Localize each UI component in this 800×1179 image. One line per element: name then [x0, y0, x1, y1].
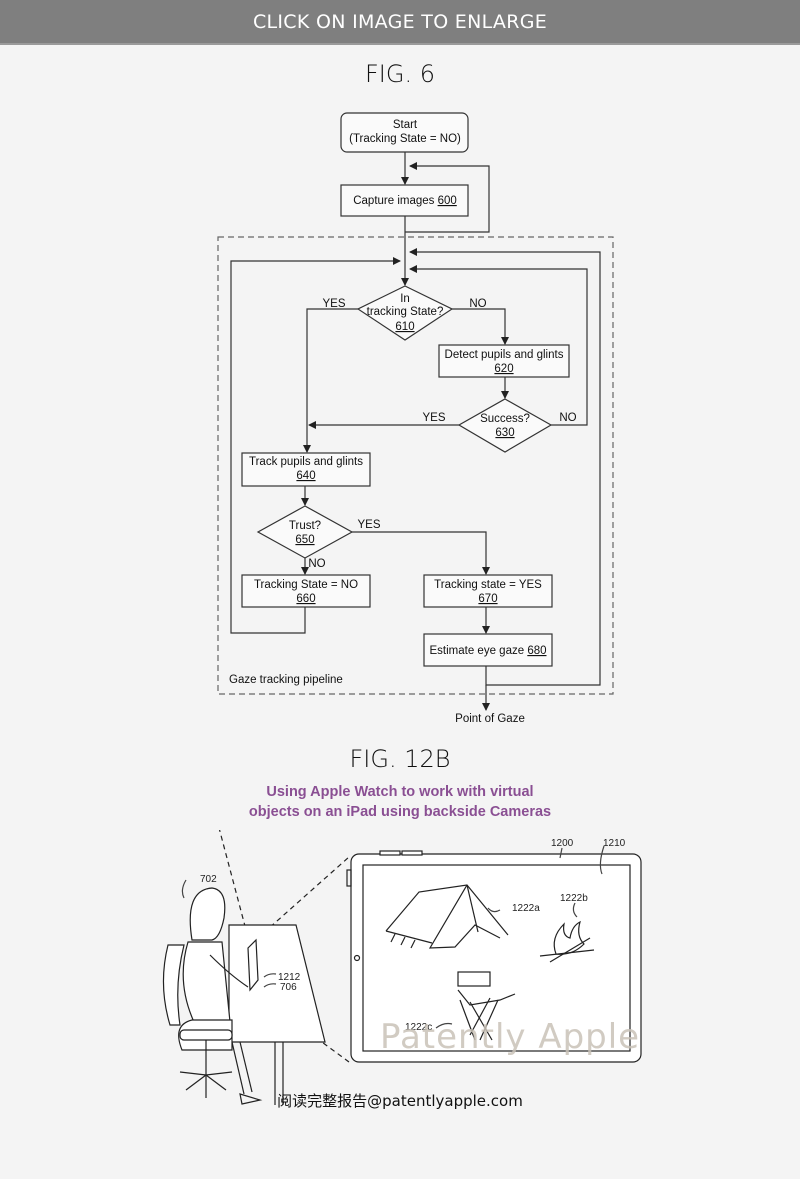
- d610-no: NO: [469, 298, 486, 310]
- detect-ref: 620: [494, 363, 513, 375]
- d650-yes: YES: [357, 519, 380, 531]
- label-1200: 1200: [551, 838, 574, 849]
- pipeline-label: Gaze tracking pipeline: [229, 674, 343, 686]
- d610-line1: In: [400, 293, 410, 305]
- s660-ref: 660: [296, 593, 315, 605]
- ipad-display: [362, 864, 631, 1052]
- pipeline-boundary: [217, 236, 614, 695]
- enlarge-label: CLICK ON IMAGE TO ENLARGE: [252, 10, 548, 33]
- d610-line2: tracking State?: [367, 306, 444, 318]
- track-node: [241, 452, 371, 487]
- label-702: 702: [200, 874, 217, 885]
- estimate-node: [423, 633, 553, 667]
- chair-icon: [457, 971, 516, 1041]
- fig12b-title: FIG. 12B: [349, 745, 451, 773]
- capture-node: [340, 184, 469, 217]
- s670-ref: 670: [478, 593, 497, 605]
- d630-no: NO: [559, 412, 576, 424]
- footer-link[interactable]: 阅读完整报告@patentlyapple.com: [277, 1092, 523, 1110]
- label-706: 706: [280, 982, 297, 993]
- label-1222c: 1222c: [405, 1022, 432, 1033]
- estimate-label: Estimate eye gaze 680: [430, 645, 547, 657]
- campfire-icon: [539, 920, 595, 963]
- d610-ref: 610: [395, 321, 414, 333]
- track-label: Track pupils and glints: [249, 456, 363, 468]
- d650-line1: Trust?: [289, 520, 321, 532]
- start-line2: (Tracking State = NO): [349, 133, 461, 145]
- watermark: Patently Apple: [380, 1017, 641, 1057]
- s660-label: Tracking State = NO: [254, 579, 358, 591]
- fig12b-illustration: 702 1212 706 1200 1210 1222a 1222b 1222c: [162, 830, 642, 1105]
- fig6-title: FIG. 6: [364, 60, 435, 88]
- tablet-held: [247, 938, 259, 992]
- label-1222a: 1222a: [512, 903, 540, 914]
- state-yes-node: [423, 574, 553, 608]
- start-line1: Start: [393, 119, 418, 131]
- d610-yes: YES: [322, 298, 345, 310]
- label-1212: 1212: [278, 972, 301, 983]
- d630-line1: Success?: [480, 413, 530, 425]
- d650-no: NO: [308, 558, 325, 570]
- output-label: Point of Gaze: [455, 713, 525, 725]
- fig6-flowchart: Start (Tracking State = NO) Capture imag…: [217, 112, 614, 725]
- label-1210: 1210: [603, 838, 626, 849]
- track-ref: 640: [296, 470, 315, 482]
- decision-630: [457, 398, 553, 453]
- d630-yes: YES: [422, 412, 445, 424]
- state-no-node: [241, 574, 371, 608]
- fig12b-subtitle-2: objects on an iPad using backside Camera…: [248, 804, 552, 820]
- s670-label: Tracking state = YES: [434, 579, 542, 591]
- office-chair: [162, 944, 233, 1098]
- d630-ref: 630: [495, 427, 514, 439]
- detect-node: [438, 344, 570, 378]
- label-1222b: 1222b: [560, 893, 588, 904]
- decision-610: [356, 285, 454, 341]
- enlarge-banner[interactable]: CLICK ON IMAGE TO ENLARGE: [0, 0, 800, 45]
- fig12b-subtitle-1: Using Apple Watch to work with virtual: [266, 784, 534, 800]
- capture-label: Capture images 600: [353, 195, 457, 207]
- tent-icon: [385, 884, 509, 949]
- decision-650: [256, 505, 354, 559]
- d650-ref: 650: [295, 534, 314, 546]
- detect-label: Detect pupils and glints: [445, 349, 564, 361]
- person-figure: [178, 887, 263, 1105]
